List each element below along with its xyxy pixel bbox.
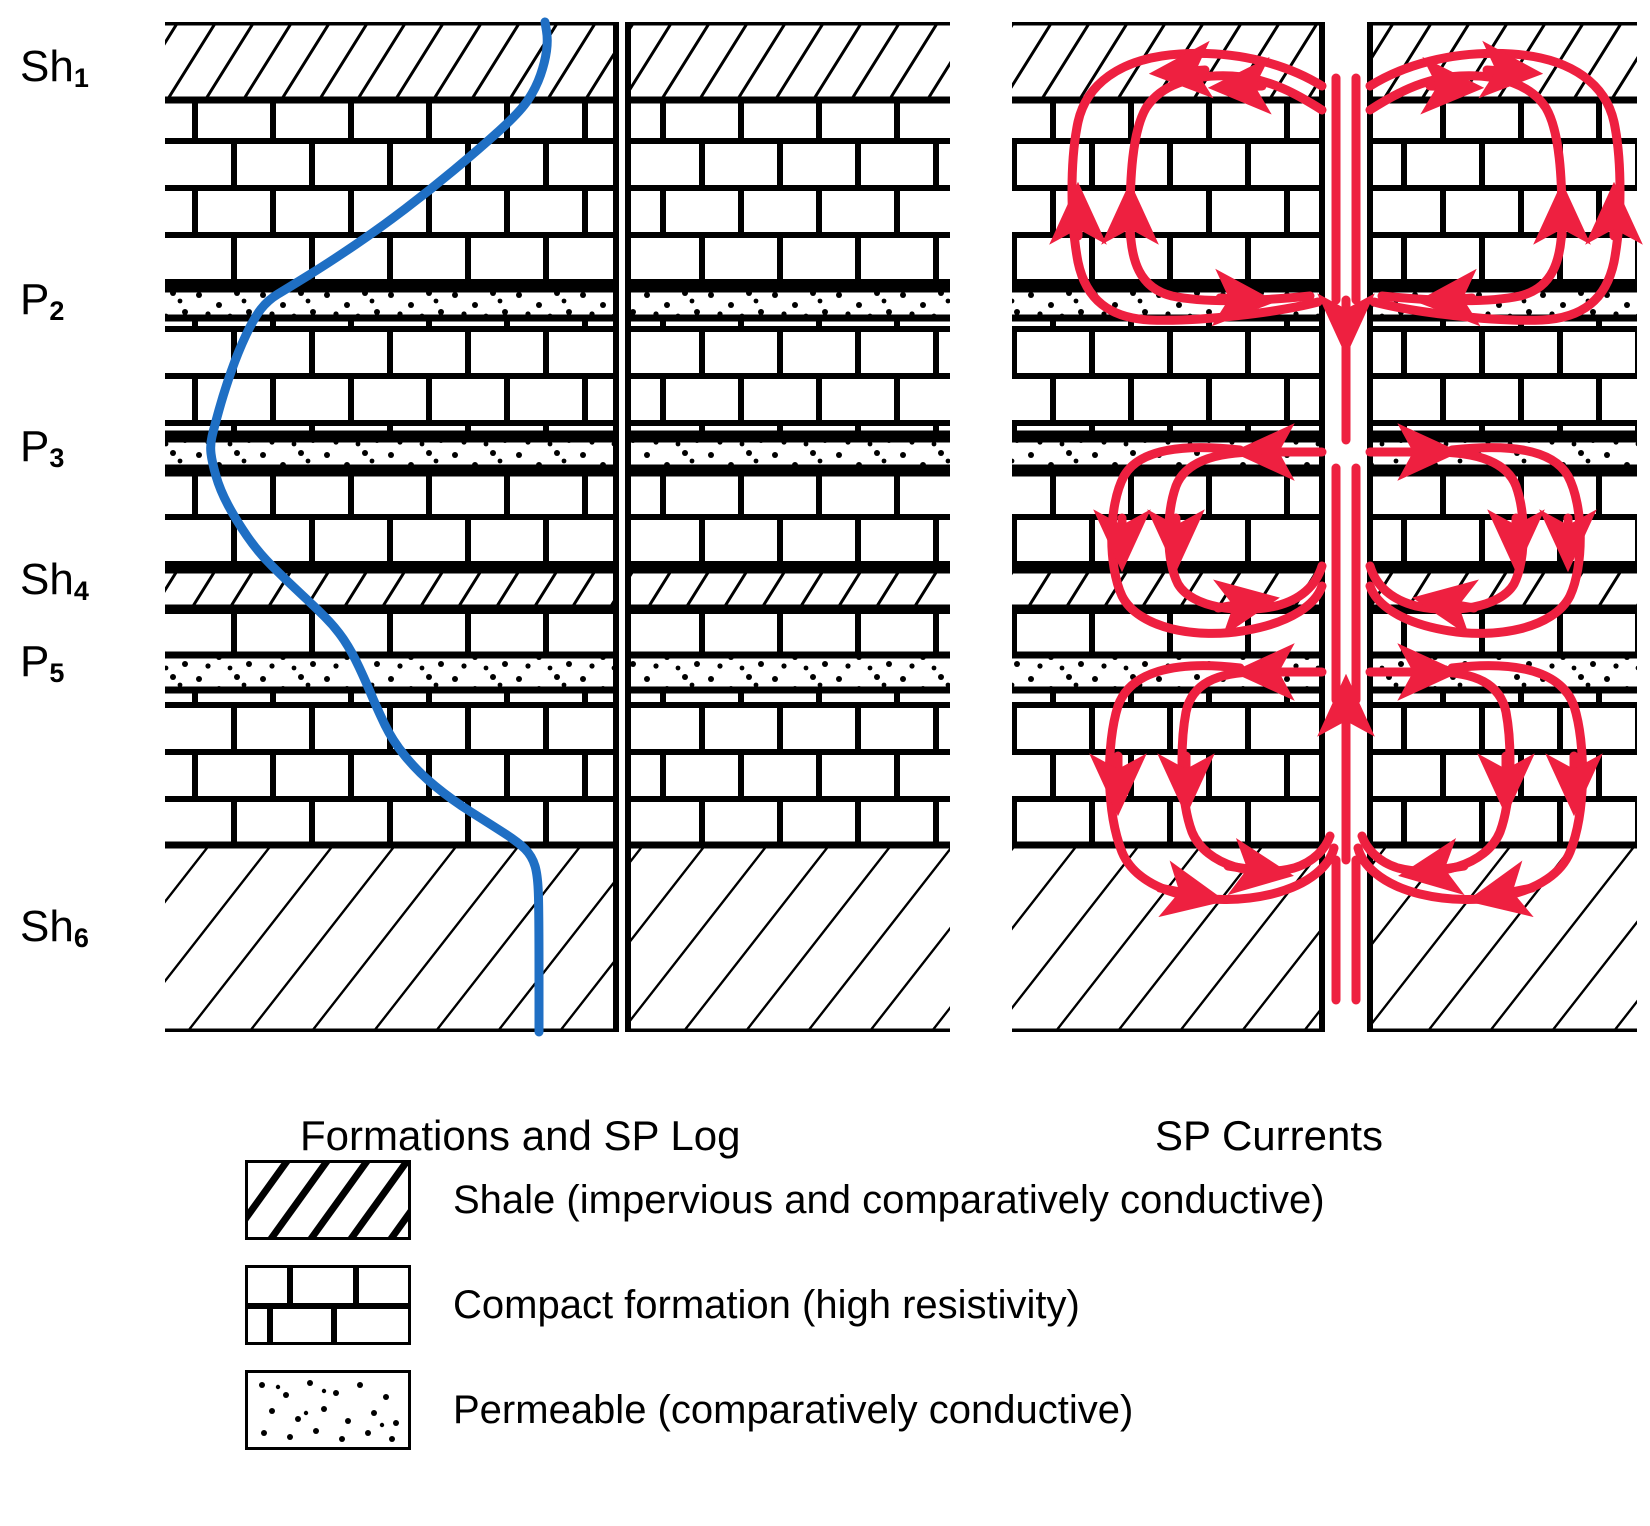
bed-boundaries-left (165, 22, 950, 1032)
stratum-compact-3 (165, 468, 950, 570)
label-base: P (20, 637, 50, 686)
label-subscript: 1 (73, 63, 89, 93)
stratum-shale-1 (165, 22, 950, 100)
left-panel-strata (165, 22, 950, 1032)
legend-label-permeable: Permeable (comparatively conductive) (453, 1387, 1134, 1432)
legend-swatch-shale (245, 1160, 411, 1240)
formation-label-permeable-2: P2 (20, 275, 64, 325)
panel-title-left: Formations and SP Log (300, 1112, 741, 1159)
current-arrow-tl-2 (1207, 56, 1272, 115)
label-subscript: 4 (73, 576, 89, 606)
stratum-compact-1 (165, 100, 950, 288)
label-subscript: 2 (49, 296, 65, 326)
current-arrow-ml-3 (1213, 579, 1280, 637)
current-loop-mid-right-inner (1365, 447, 1528, 614)
panel-title-right: SP Currents (1155, 1112, 1383, 1159)
formation-label-permeable-5: P5 (20, 637, 64, 687)
stratum-permeable-2 (165, 288, 950, 318)
stratum-compact-5 (165, 690, 950, 845)
sp-log-curve (206, 17, 552, 1037)
current-arrow-tr-5 (1415, 268, 1481, 327)
current-arrow-br-3 (1398, 837, 1469, 896)
current-arrow-tr-1 (1478, 40, 1544, 99)
borehole-left (613, 22, 631, 1032)
label-base: P (20, 422, 50, 471)
current-arrow-tr-2 (1420, 56, 1485, 115)
formation-diagram (165, 17, 1643, 1037)
legend-item-permeable: Permeable (comparatively conductive) (245, 1370, 1133, 1450)
label-subscript: 3 (49, 443, 65, 473)
borehole-right (1319, 22, 1373, 1032)
legend-label-shale: Shale (impervious and comparatively cond… (453, 1177, 1325, 1222)
label-subscript: 5 (49, 658, 65, 688)
label-base: Sh (20, 555, 74, 604)
label-base: Sh (20, 902, 74, 951)
legend-item-shale: Shale (impervious and comparatively cond… (245, 1160, 1325, 1240)
legend-swatch-permeable (245, 1370, 411, 1450)
stratum-permeable-3 (165, 438, 950, 468)
legend-item-compact: Compact formation (high resistivity) (245, 1265, 1080, 1345)
label-base: Sh (20, 42, 74, 91)
current-arrow-mr-3 (1412, 579, 1479, 637)
formation-label-shale-4: Sh4 (20, 555, 89, 605)
stratum-compact-4 (165, 608, 950, 655)
current-loop-mid-left-inner (1164, 447, 1327, 614)
current-arrow-tl-1 (1148, 40, 1214, 99)
label-subscript: 6 (73, 923, 89, 953)
formation-label-shale-1: Sh1 (20, 42, 89, 92)
current-arrow-br-4 (1466, 860, 1537, 918)
stratum-permeable-5 (165, 655, 950, 690)
sp-current-loops (1049, 40, 1643, 1005)
stratum-compact-2 (165, 318, 950, 438)
legend-swatch-compact (245, 1265, 411, 1345)
stratum-shale-6 (165, 845, 950, 1032)
formation-label-permeable-3: P3 (20, 422, 64, 472)
legend-label-compact: Compact formation (high resistivity) (453, 1282, 1080, 1327)
label-base: P (20, 275, 50, 324)
formation-label-shale-6: Sh6 (20, 902, 89, 952)
current-arrow-bl-3 (1223, 837, 1294, 896)
formation-label-column: Sh1 P2 P3 Sh4 P5 Sh6 (0, 0, 150, 1090)
current-loop-bot-left-inner (1177, 667, 1335, 876)
current-arrow-tl-5 (1211, 268, 1277, 327)
current-arrow-bl-4 (1155, 860, 1226, 918)
current-loop-bot-right-inner (1357, 667, 1515, 876)
